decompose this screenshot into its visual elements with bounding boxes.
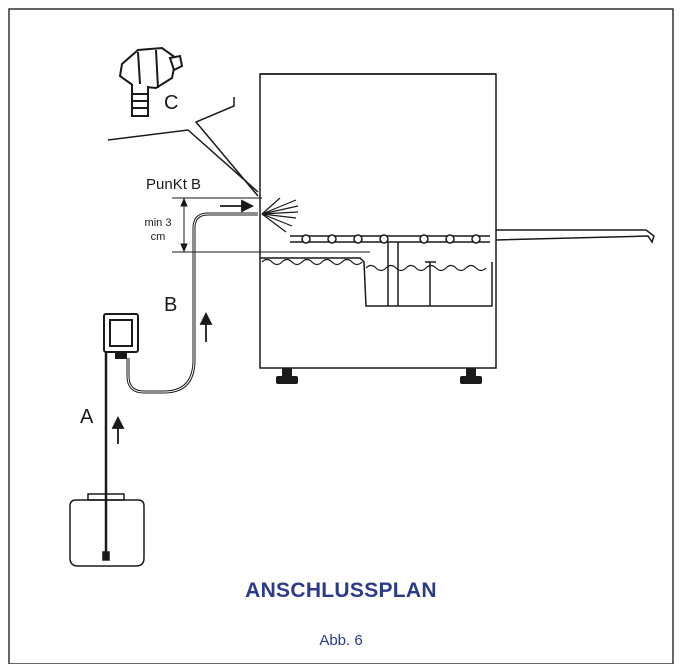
label-punkt-b: PunKt B [146, 176, 202, 193]
label-min-distance: min 3 cm [140, 216, 176, 244]
label-c: C [164, 92, 179, 114]
label-a: A [80, 406, 94, 428]
outer-frame [8, 8, 674, 664]
dosing-pump [103, 313, 139, 359]
callout-c [107, 97, 259, 197]
label-b: B [164, 294, 178, 316]
machine-feet [276, 368, 482, 384]
dimension-lines [172, 197, 370, 253]
spray-jet [261, 197, 299, 233]
flow-arrows [111, 199, 255, 444]
label-min-line1: min 3 [144, 217, 172, 229]
figure-caption: Abb. 6 [319, 632, 363, 649]
nozzle-fitting [118, 46, 184, 117]
diagram-title: ANSCHLUSSPLAN [245, 579, 437, 602]
canister [69, 493, 145, 567]
label-min-line2: cm [150, 231, 166, 243]
hose-b-inner [127, 213, 258, 393]
rinse-nozzles [301, 234, 481, 244]
machine-body [259, 73, 655, 369]
water-level [261, 258, 487, 272]
